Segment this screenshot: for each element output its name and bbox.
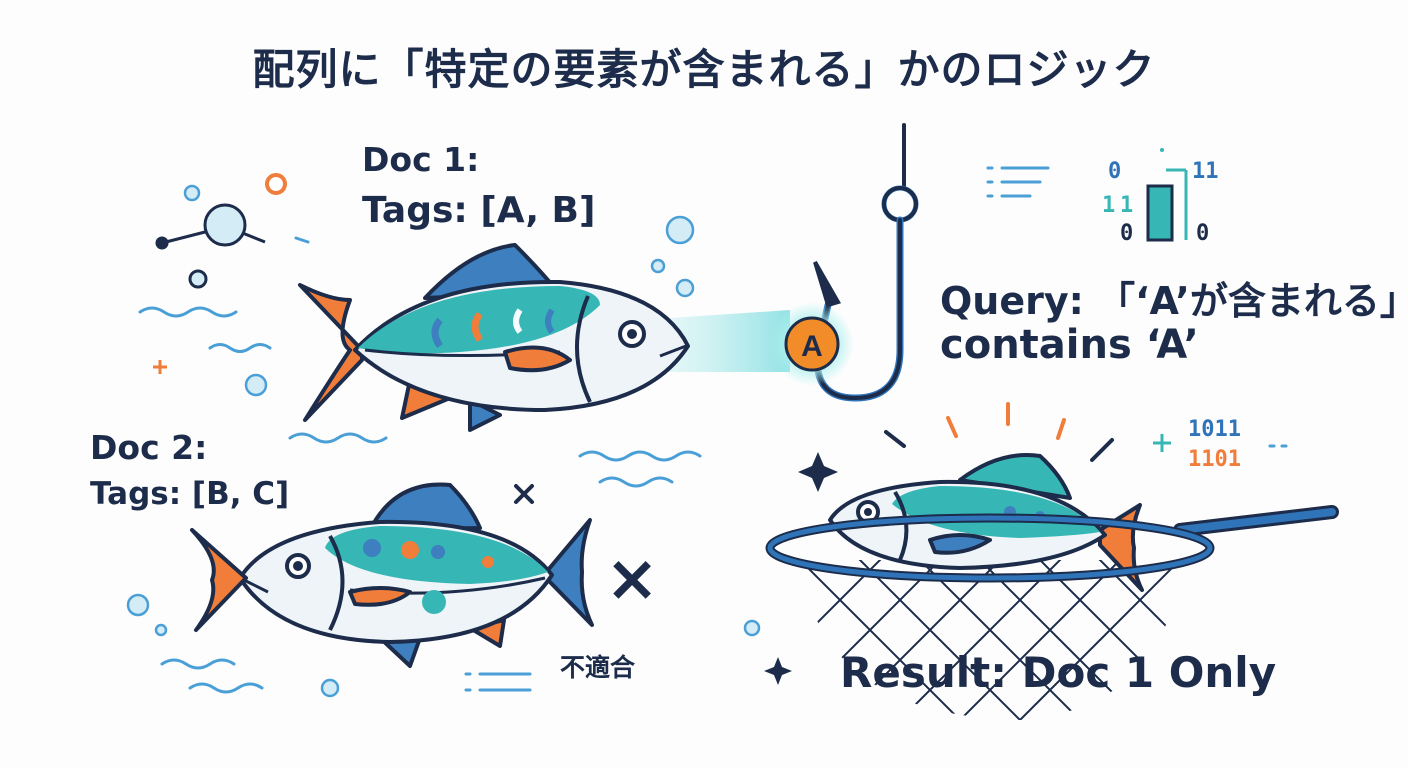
net-icon — [800, 505, 1339, 720]
query-condition: contains ‘A’ — [940, 322, 1199, 368]
bubble-icon — [126, 184, 761, 698]
svg-text:1: 1 — [1102, 193, 1115, 218]
page-title: 配列に「特定の要素が含まれる」かのロジック — [252, 45, 1156, 94]
result-label: Result: Doc 1 Only — [840, 648, 1277, 697]
dash-lines — [294, 166, 1288, 692]
svg-text:1101: 1101 — [1188, 447, 1241, 472]
fish-icon — [828, 453, 1144, 592]
doc2-tags: Tags: [B, C] — [90, 476, 290, 512]
fish-icon — [238, 482, 594, 668]
cross-icon — [514, 484, 534, 504]
bait-ball — [770, 302, 854, 386]
binary-chart-icon: 0 11 1 1 0 0 — [1102, 148, 1219, 246]
doc2-title: Doc 2: — [90, 428, 208, 467]
doc1-title: Doc 1: — [362, 140, 480, 179]
svg-text:0: 0 — [1108, 159, 1121, 184]
svg-text:0: 0 — [1120, 221, 1133, 246]
wave-icon — [138, 306, 702, 694]
hook-icon — [813, 123, 919, 402]
molecule-icon — [155, 173, 287, 289]
svg-text:1011: 1011 — [1188, 417, 1241, 442]
binary-icon: 1011 1101 — [1188, 417, 1241, 472]
mismatch-symbol: × — [605, 542, 659, 616]
svg-text:0: 0 — [1196, 221, 1209, 246]
fish-icon — [298, 243, 690, 432]
svg-text:11: 11 — [1192, 159, 1219, 184]
fish-tail — [190, 528, 248, 632]
svg-text:1: 1 — [1120, 193, 1133, 218]
mismatch-label: 不適合 — [560, 653, 636, 682]
doc1-tags: Tags: [A, B] — [362, 190, 596, 231]
sparkle-icon — [153, 360, 1171, 685]
bait-letter: A — [801, 330, 823, 363]
celebration-rays — [884, 402, 1114, 462]
query-label: Query: 「‘A’が含まれる」 — [940, 279, 1408, 323]
net-rim-inner — [767, 515, 1213, 581]
